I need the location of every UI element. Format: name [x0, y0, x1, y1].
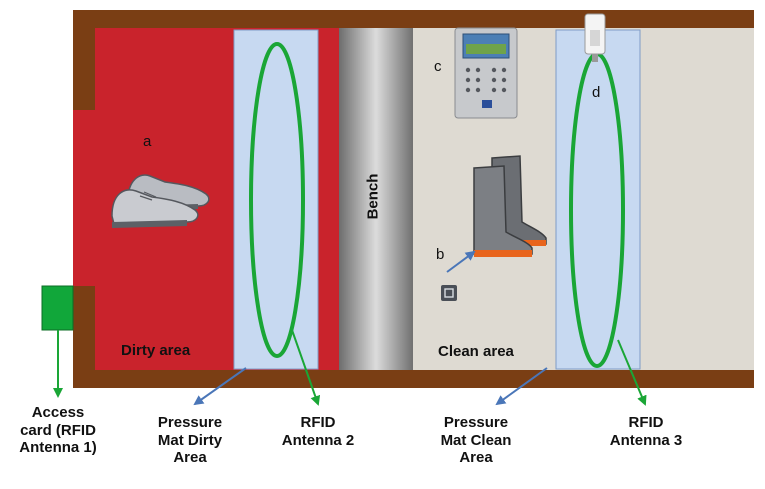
arrow-to-boots	[446, 250, 476, 273]
access-card-label: Access card (RFID Antenna 1)	[19, 404, 97, 457]
item-c-label: c	[434, 58, 442, 75]
dirty-area-label: Dirty area	[121, 342, 191, 359]
pressure-mat-clean	[555, 29, 641, 370]
pressure-mat-dirty-label: Pressure Mat Dirty Area	[157, 414, 223, 467]
control-panel-icon	[454, 27, 518, 119]
rfid-antenna-3-label: RFID Antenna 3	[609, 414, 683, 449]
leader-antenna-2	[291, 329, 321, 406]
left-wall-lower	[73, 286, 95, 370]
arrow-mat-dirty	[193, 367, 247, 406]
pressure-mat-clean-label: Pressure Mat Clean Area	[440, 414, 512, 467]
left-wall-upper	[73, 28, 95, 110]
item-a-label: a	[143, 133, 152, 150]
left-wall-gap-white	[60, 110, 73, 286]
entry-opening	[73, 110, 95, 286]
rfid-tag-icon	[441, 285, 457, 301]
item-b-label: b	[436, 246, 445, 263]
shoes-icon	[111, 174, 210, 228]
bench-label: Bench	[364, 173, 382, 220]
rfid-antenna-2-label: RFID Antenna 2	[281, 414, 355, 449]
dispenser-icon	[584, 13, 606, 62]
boots-icon	[473, 155, 547, 257]
rfid-antenna-2-loop	[249, 42, 305, 358]
item-d-label: d	[592, 84, 601, 101]
bench-surface	[339, 28, 413, 370]
clean-area-label: Clean area	[438, 343, 514, 360]
leader-antenna-3	[617, 339, 647, 406]
arrow-mat-clean	[495, 367, 548, 406]
pressure-mat-dirty	[233, 29, 319, 370]
access-card-reader	[41, 285, 74, 331]
